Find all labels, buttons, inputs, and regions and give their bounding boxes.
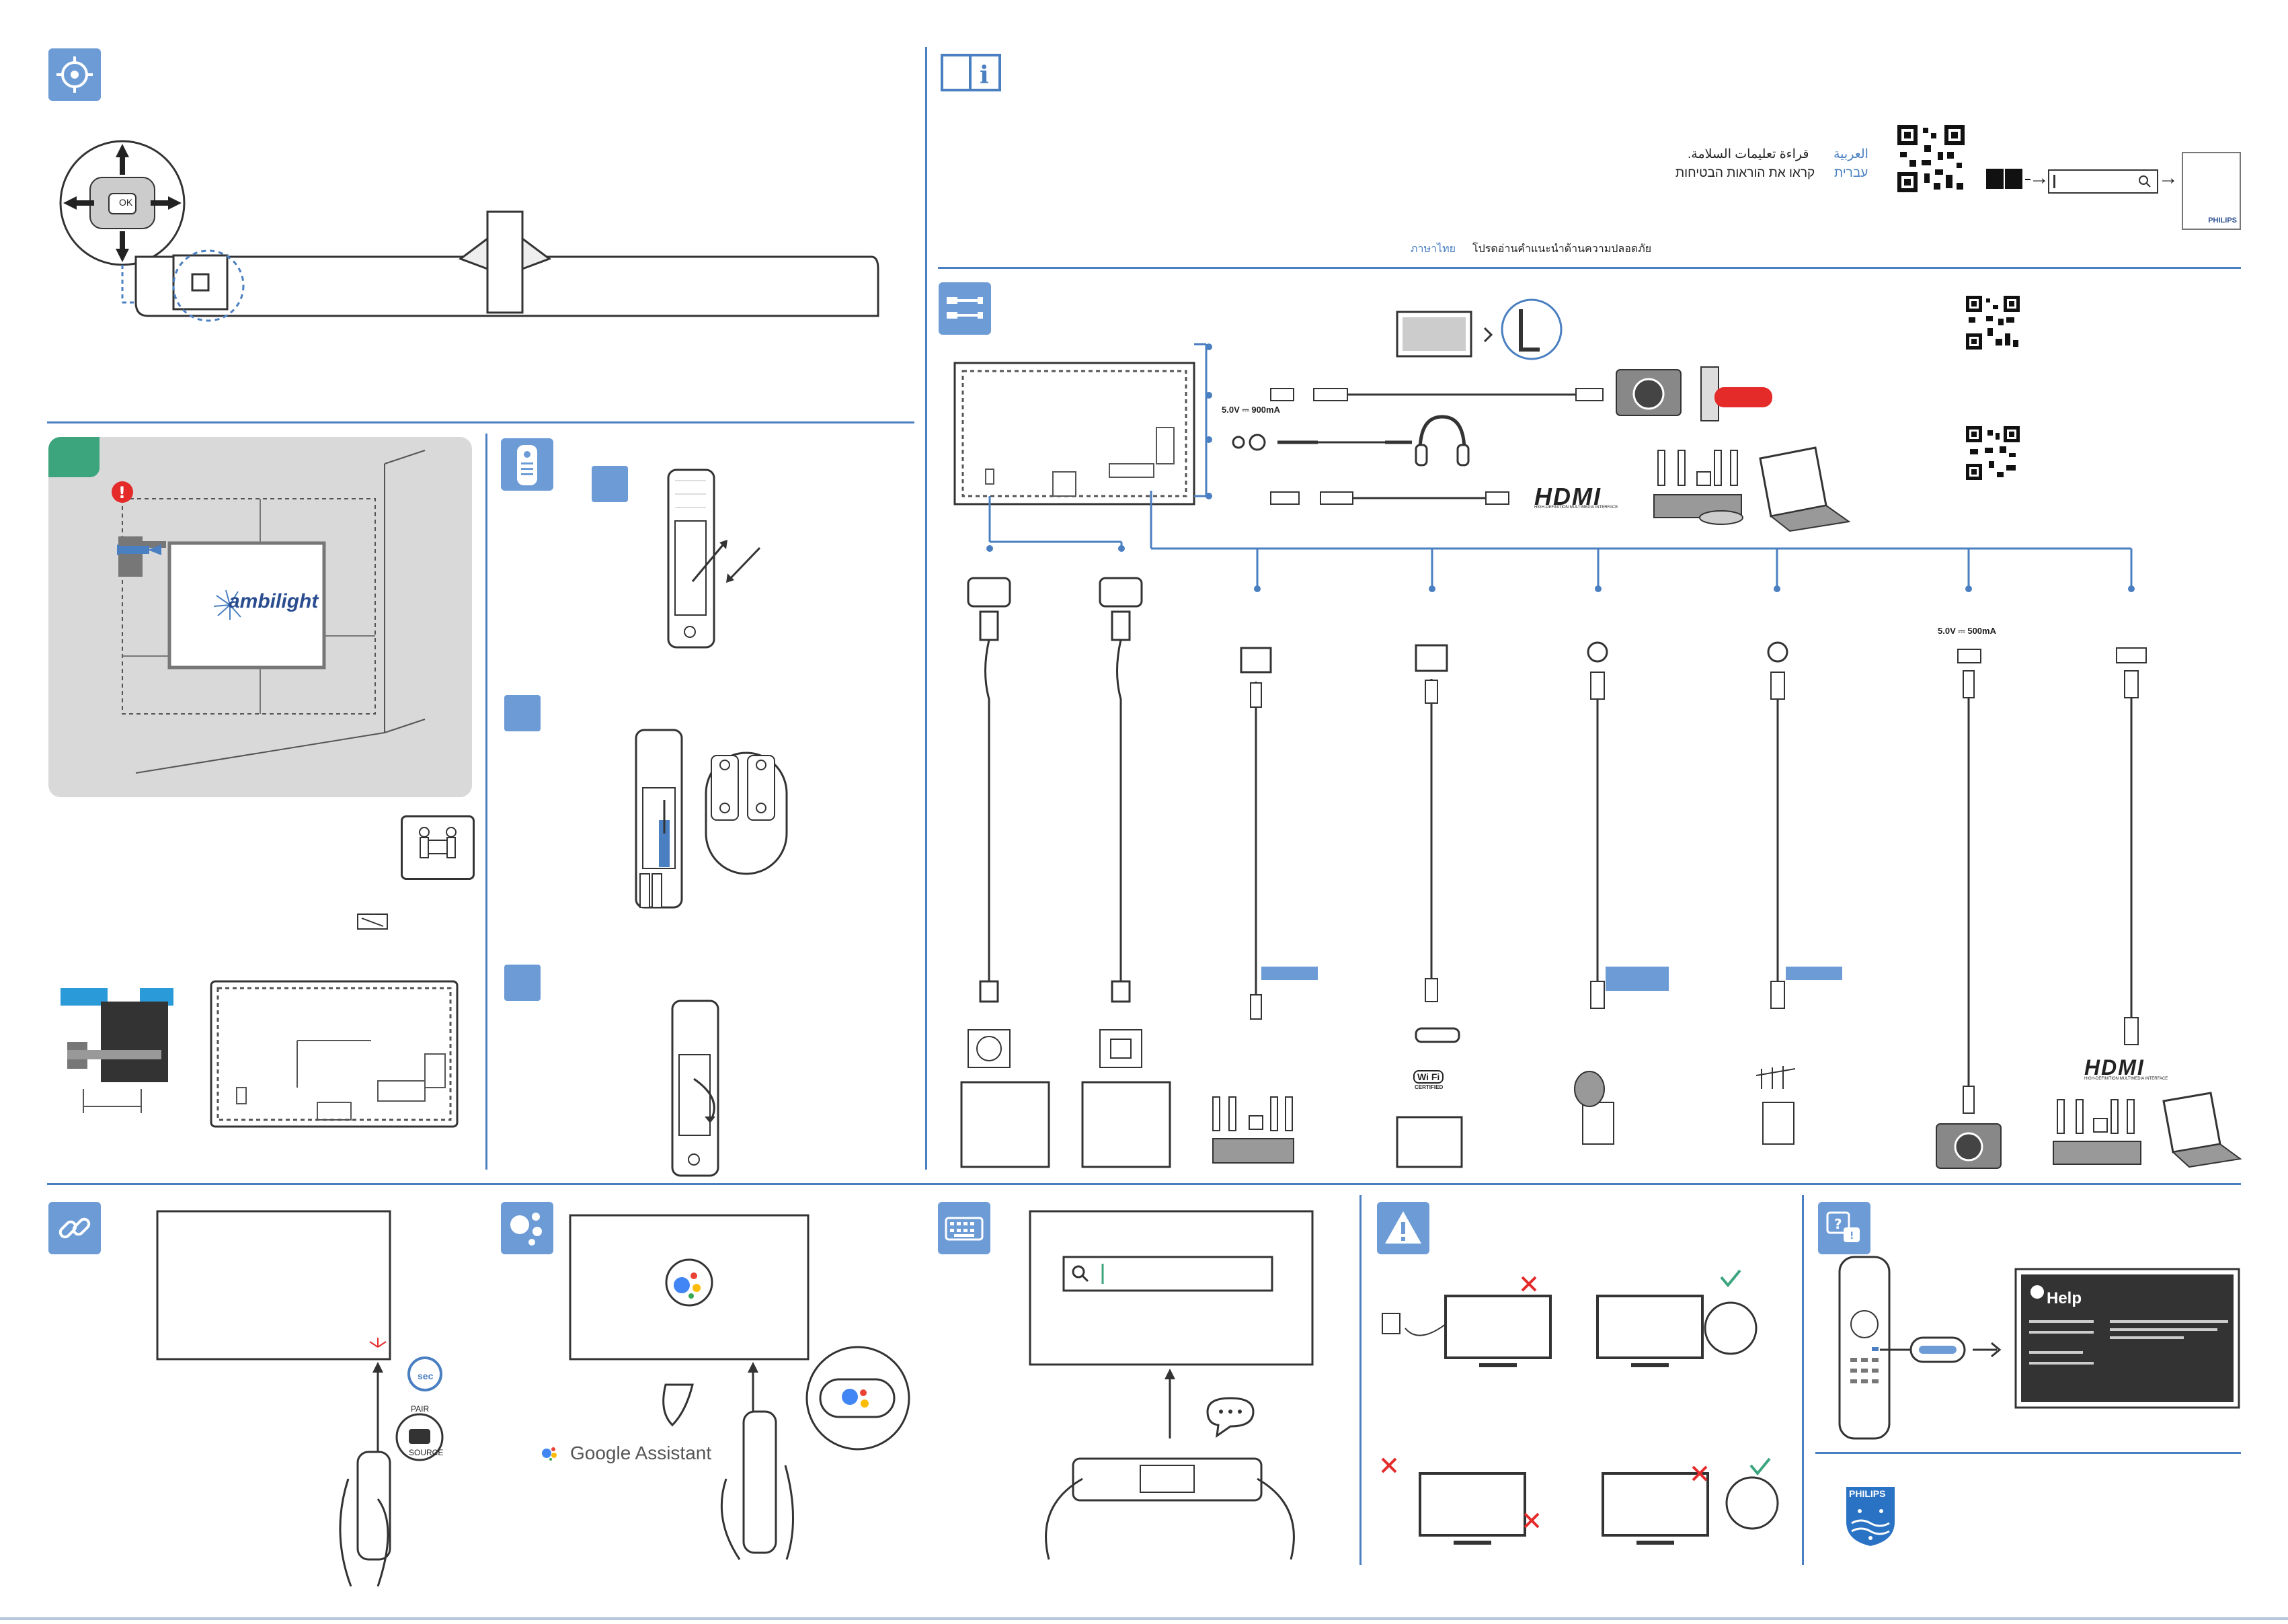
divider-top-left xyxy=(47,421,914,423)
two-person-lift-icon xyxy=(401,815,475,880)
joystick-ok-label: OK xyxy=(119,197,133,208)
wifi-certified-label: Wi Fi xyxy=(1413,1070,1444,1084)
philips-wordmark: PHILIPS xyxy=(1849,1488,1886,1499)
cleaning-warnings-illustration xyxy=(1381,1269,1779,1545)
help-chat-icon: ? ! xyxy=(1826,1211,1860,1242)
step-3-badge xyxy=(504,965,541,1001)
joystick-section-icon xyxy=(48,48,101,101)
hdmi-sub-top: HIGH-DEFINITION MULTIMEDIA INTERFACE xyxy=(1534,505,1618,510)
pairing-section-icon xyxy=(48,1202,101,1254)
warning-section-icon xyxy=(1377,1202,1429,1254)
keyboard-icon xyxy=(945,1217,984,1241)
divider-bottom-3 xyxy=(1359,1195,1362,1565)
step-2-badge xyxy=(504,695,541,731)
crosshair-icon xyxy=(56,56,93,93)
hebrew-label: עברית xyxy=(1834,166,1868,180)
remote-pairing-illustration xyxy=(156,1210,444,1587)
qr-code-1 xyxy=(1966,296,2020,350)
ambilight-logo: ambilight xyxy=(229,590,319,612)
divider-vertical-top xyxy=(925,47,927,1170)
search-field-safety[interactable] xyxy=(2048,169,2158,194)
arabic-label: العربية xyxy=(1833,147,1868,161)
tv-back-mount-holes xyxy=(210,980,459,1128)
divider-vertical-mid xyxy=(485,434,487,1170)
hebrew-safety-text: קראו את הוראות הבטיחות xyxy=(1675,166,1815,180)
hdmi-logo-top: HDMI xyxy=(1534,483,1602,510)
text-cursor xyxy=(2053,175,2055,188)
qr-code-2 xyxy=(1966,426,2020,480)
help-remote-illustration xyxy=(1838,1256,2240,1440)
connections-diagram xyxy=(953,298,2242,1169)
usb-rating-top: 5.0V ⎓ 900mA xyxy=(1222,405,1280,415)
help-section-icon: ? ! xyxy=(1818,1202,1870,1254)
arabic-safety-text: قراءة تعليمات السلامة. xyxy=(1688,147,1809,161)
google-assistant-logo-icon xyxy=(542,1447,557,1461)
remote-section-icon xyxy=(501,438,553,491)
divider-right-top xyxy=(938,267,2241,269)
arrow-1: → xyxy=(2029,167,2049,189)
remote-open-cover xyxy=(667,469,761,649)
help-title: Help xyxy=(2047,1289,2082,1307)
qr-code-safety xyxy=(1897,125,1965,192)
link-icon xyxy=(58,1217,91,1239)
warning-triangle-icon xyxy=(1385,1211,1421,1244)
svg-text:?: ? xyxy=(1834,1216,1842,1232)
tv-small-icon xyxy=(357,914,388,930)
remote-icon xyxy=(517,445,537,485)
booklet-brand: PHILIPS xyxy=(2208,216,2237,225)
search-icon xyxy=(2139,175,2151,188)
keyboard-section-icon xyxy=(938,1202,990,1254)
thai-safety-text: โปรดอ่านคำแนะนำด้านความปลอดภัย xyxy=(1472,243,1652,255)
pair-label: PAIR xyxy=(411,1404,430,1414)
wall-mount-illustration: ! xyxy=(112,450,426,774)
manual-booklet: PHILIPS xyxy=(2182,152,2241,230)
svg-text:!: ! xyxy=(1850,1231,1854,1242)
divider-help-brand xyxy=(1815,1452,2241,1454)
wall-mount-badge xyxy=(48,437,100,477)
usb-rating-bottom: 5.0V ⎓ 500mA xyxy=(1938,626,1996,636)
source-label: SOURCE xyxy=(409,1448,444,1457)
cables-icon xyxy=(947,297,983,319)
wifi-certified-sub: CERTIFIED xyxy=(1415,1084,1444,1090)
philips-shield-logo xyxy=(1846,1487,1895,1546)
keyboard-illustration xyxy=(1029,1210,1314,1560)
tv-joystick-illustration xyxy=(59,140,879,322)
svg-text:!: ! xyxy=(118,483,126,502)
google-assistant-label: Google Assistant xyxy=(570,1443,712,1463)
google-assistant-icon xyxy=(510,1213,542,1246)
remote-insert-batteries xyxy=(635,729,788,909)
divider-bottom-4 xyxy=(1802,1195,1804,1565)
wall-bracket-screw-illustration xyxy=(61,988,173,1113)
connections-section-icon xyxy=(939,282,991,335)
bottom-edge xyxy=(0,1617,2288,1620)
svg-text:i: i xyxy=(980,61,989,89)
sec-label: sec xyxy=(418,1371,434,1381)
hdmi-logo-bottom: HDMI xyxy=(2084,1055,2145,1080)
step-1-badge xyxy=(592,466,628,502)
remote-close-cover xyxy=(671,1000,719,1177)
assistant-section-icon xyxy=(501,1202,553,1254)
arrow-2: → xyxy=(2158,167,2178,189)
assistant-illustration xyxy=(569,1214,910,1560)
divider-horizontal-main xyxy=(47,1183,2241,1185)
thai-label: ภาษาไทย xyxy=(1411,243,1456,255)
hdmi-sub-bottom: HIGH-DEFINITION MULTIMEDIA INTERFACE xyxy=(2084,1077,2168,1081)
book-info-icon: i xyxy=(941,54,1001,91)
manual-book-icon xyxy=(1986,169,2030,189)
